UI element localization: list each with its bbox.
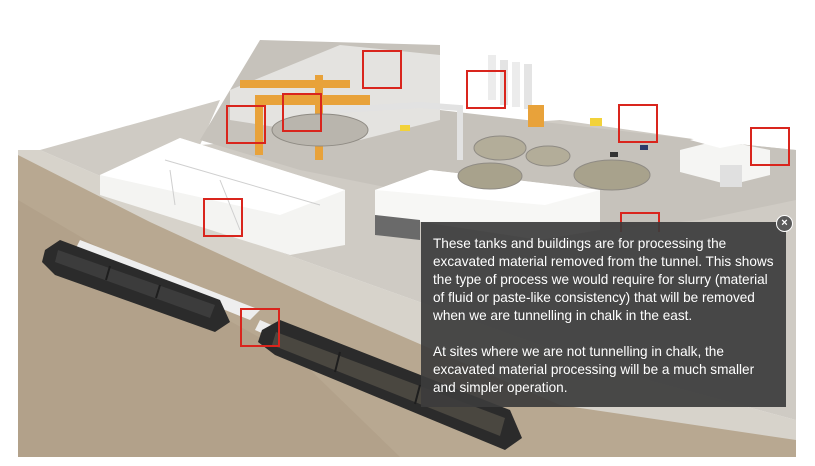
hotspot-crane-right[interactable]	[282, 93, 322, 132]
silos	[488, 55, 496, 100]
hotspot-silos[interactable]	[466, 70, 506, 109]
tank	[473, 135, 527, 161]
popup-paragraph-2: At sites where we are not tunnelling in …	[433, 344, 755, 395]
hotspot-gantry-roof[interactable]	[362, 50, 402, 89]
hotspot-offices[interactable]	[750, 127, 790, 166]
close-icon[interactable]: ×	[776, 215, 793, 232]
office-buildings	[680, 140, 770, 185]
hotspot-trucks[interactable]	[618, 104, 658, 143]
hotspot-crane-left[interactable]	[226, 105, 266, 144]
info-popup: These tanks and buildings are for proces…	[421, 222, 786, 407]
hotspot-shed[interactable]	[203, 198, 243, 237]
popup-paragraph-1: These tanks and buildings are for proces…	[433, 236, 774, 323]
hotspot-jetty[interactable]	[240, 308, 280, 347]
